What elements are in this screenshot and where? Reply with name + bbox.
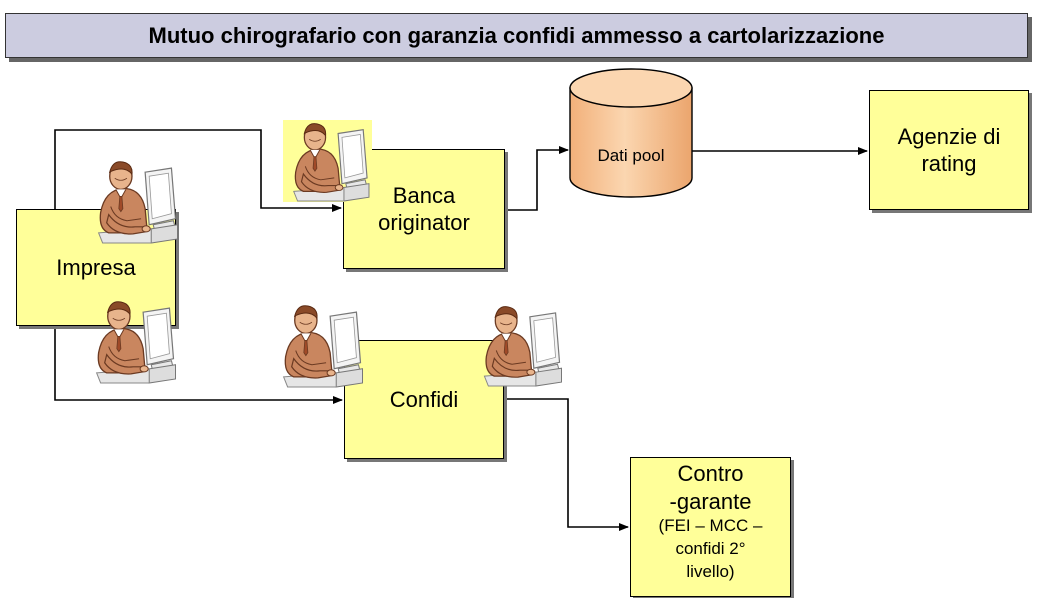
contro-label-line2: -garante — [669, 488, 752, 514]
agenzie-label-line2: rating — [921, 151, 977, 176]
businessman-at-computer-icon — [283, 120, 372, 202]
banca-label-line1: Banca — [392, 182, 456, 208]
contro-label-line3: (FEI – MCC – — [658, 516, 763, 535]
arrow-impresa-to-confidi — [54, 326, 343, 404]
banca-label-line2: originator — [378, 210, 470, 235]
confidi-label: Confidi — [389, 386, 459, 412]
node-controgarante: Contro -garante (FEI – MCC – confidi 2° … — [630, 457, 791, 597]
arrow-banca-to-datipool — [505, 146, 569, 211]
businessman-at-computer-icon — [282, 305, 364, 388]
businessman-at-computer-icon — [95, 301, 177, 384]
businessman-at-computer-icon — [483, 306, 563, 387]
impresa-label: Impresa — [56, 254, 136, 280]
contro-label-line5: livello) — [686, 561, 735, 581]
arrow-impresa-to-banca — [54, 129, 342, 212]
datipool-label: Dati pool — [597, 146, 664, 165]
node-agenzie-di-rating: Agenzie di rating — [869, 90, 1029, 210]
arrow-confidi-to-controgarante — [504, 398, 629, 531]
businessman-at-computer-icon — [97, 161, 179, 244]
contro-label-line4: confidi 2° — [675, 538, 746, 558]
node-confidi: Confidi — [344, 340, 504, 459]
contro-label-line1: Contro — [677, 461, 744, 486]
datipool-cylinder: Dati pool — [569, 68, 693, 198]
agenzie-label-line1: Agenzie di — [897, 123, 1001, 149]
page-title: Mutuo chirografario con garanzia confidi… — [5, 13, 1028, 58]
